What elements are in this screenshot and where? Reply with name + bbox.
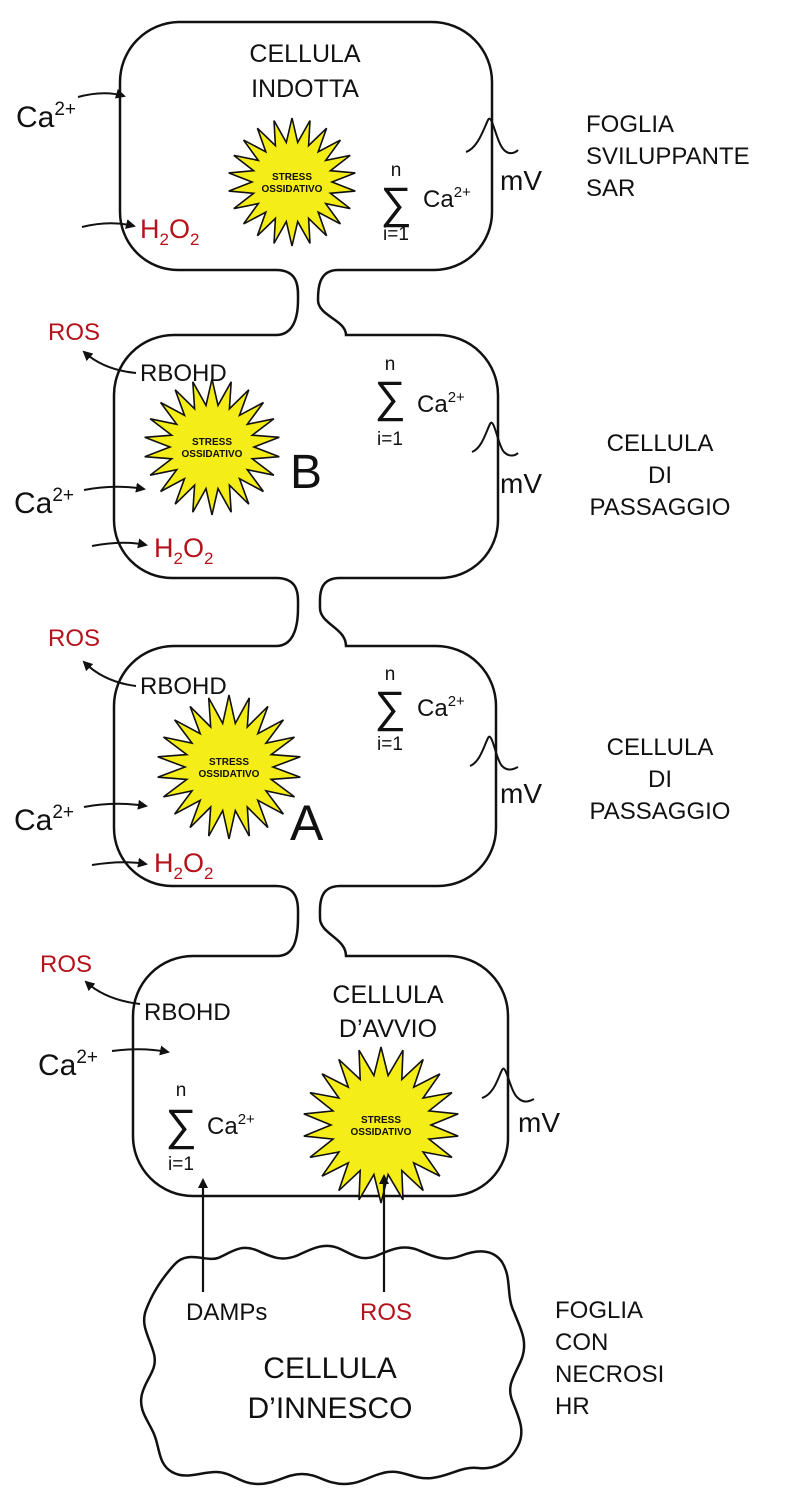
calcium-influx-arrow <box>83 482 146 493</box>
h2o2-label: H2O2 <box>154 848 213 883</box>
h2o2-label: H2O2 <box>140 214 199 249</box>
burst-label-line2: OSSIDATIVO <box>351 1127 412 1138</box>
cell-innesco-title-line2: D’INNESCO <box>247 1392 412 1425</box>
side-label-b-line1: CELLULA <box>607 430 714 457</box>
trigger-cell-outline <box>139 1244 526 1486</box>
action-potential-trace <box>481 1067 535 1103</box>
rbohd-label: RBOHD <box>140 673 227 700</box>
sum-sigma: ∑ <box>374 373 405 422</box>
h2o2-influx-arrow <box>91 538 148 549</box>
ros-label: ROS <box>48 319 100 346</box>
oxidative-stress-burst <box>144 378 280 516</box>
ros-label: ROS <box>40 951 92 978</box>
sum-calcium-label: Ca2+ <box>423 184 471 213</box>
h2o2-influx-arrow <box>81 219 136 229</box>
starburst-shape <box>157 694 301 840</box>
sum-calcium-label: Ca2+ <box>417 693 465 722</box>
ros-label: ROS <box>48 625 100 652</box>
sum-sigma: ∑ <box>380 179 411 228</box>
cell-innesco-title-line1: CELLULA <box>263 1352 396 1385</box>
marker-letter-b: B <box>290 446 322 499</box>
ros-efflux-arrow <box>82 660 137 687</box>
burst-label-line2: OSSIDATIVO <box>182 449 243 460</box>
sum-upper-n: n <box>385 664 396 685</box>
oxidative-stress-burst <box>303 1046 459 1204</box>
ros-label: ROS <box>360 1299 412 1326</box>
action-potential-trace <box>465 117 519 155</box>
calcium-ion-label: Ca2+ <box>14 485 74 520</box>
calcium-ion-label: Ca2+ <box>16 99 76 134</box>
sum-upper-n: n <box>391 160 402 181</box>
side-label-bottom-line1: FOGLIA <box>555 1297 643 1324</box>
side-label-bottom-line4: HR <box>555 1393 590 1420</box>
calcium-ion-label: Ca2+ <box>38 1047 98 1082</box>
calcium-ion-label: Ca2+ <box>14 802 74 837</box>
side-label-top-line1: FOGLIA <box>586 111 674 138</box>
calcium-influx-arrow <box>77 88 126 99</box>
oxidative-stress-burst <box>228 117 356 247</box>
marker-letter-a: A <box>290 795 324 851</box>
damps-label: DAMPs <box>186 1299 267 1326</box>
oxidative-stress-burst <box>157 694 301 840</box>
mv-label: mV <box>500 778 542 809</box>
sum-calcium-label: Ca2+ <box>417 389 465 418</box>
sum-upper-n: n <box>176 1080 187 1101</box>
rbohd-label: RBOHD <box>144 999 231 1026</box>
cell-indotta-title-line2: INDOTTA <box>251 75 359 103</box>
sum-upper-n: n <box>385 354 396 375</box>
burst-label-line2: OSSIDATIVO <box>199 769 260 780</box>
h2o2-influx-arrow <box>91 857 148 868</box>
ros-efflux-arrow <box>82 350 137 374</box>
cell-indotta-title-line1: CELLULA <box>249 40 360 68</box>
cell-avvio-title-line1: CELLULA <box>332 981 443 1009</box>
action-potential-trace <box>469 735 519 771</box>
side-label-bottom-line3: NECROSI <box>555 1361 664 1388</box>
sum-lower-i: i=1 <box>168 1154 194 1175</box>
sum-sigma: ∑ <box>374 683 405 732</box>
side-label-a-line2: DI <box>648 766 672 793</box>
side-label-b-line3: PASSAGGIO <box>590 494 731 521</box>
starburst-shape <box>144 378 280 516</box>
side-label-bottom-line2: CON <box>555 1329 608 1356</box>
burst-label-line1: STRESS <box>272 172 312 183</box>
calcium-influx-arrow <box>111 1045 170 1056</box>
ros-efflux-arrow <box>84 980 141 1005</box>
action-potential-trace <box>471 421 519 457</box>
sum-lower-i: i=1 <box>377 429 403 450</box>
calcium-influx-arrow <box>83 799 148 810</box>
mv-label: mV <box>500 468 542 499</box>
sum-lower-i: i=1 <box>377 734 403 755</box>
burst-label-line1: STRESS <box>361 1115 401 1126</box>
side-label-top-line2: SVILUPPANTE <box>586 143 750 170</box>
cell-avvio-title-line2: D’AVVIO <box>339 1015 437 1043</box>
mv-label: mV <box>518 1107 560 1138</box>
side-label-a-line1: CELLULA <box>607 734 714 761</box>
starburst-shape <box>228 117 356 247</box>
burst-label-line2: OSSIDATIVO <box>262 184 323 195</box>
mv-label: mV <box>500 165 542 196</box>
starburst-shape <box>303 1046 459 1204</box>
side-label-a-line3: PASSAGGIO <box>590 798 731 825</box>
sum-sigma: ∑ <box>165 1101 196 1150</box>
burst-label-line1: STRESS <box>209 757 249 768</box>
sum-calcium-label: Ca2+ <box>207 1111 255 1140</box>
burst-label-line1: STRESS <box>192 437 232 448</box>
side-label-b-line2: DI <box>648 462 672 489</box>
h2o2-label: H2O2 <box>154 533 213 568</box>
sum-lower-i: i=1 <box>383 224 409 245</box>
side-label-top-line3: SAR <box>586 175 635 202</box>
